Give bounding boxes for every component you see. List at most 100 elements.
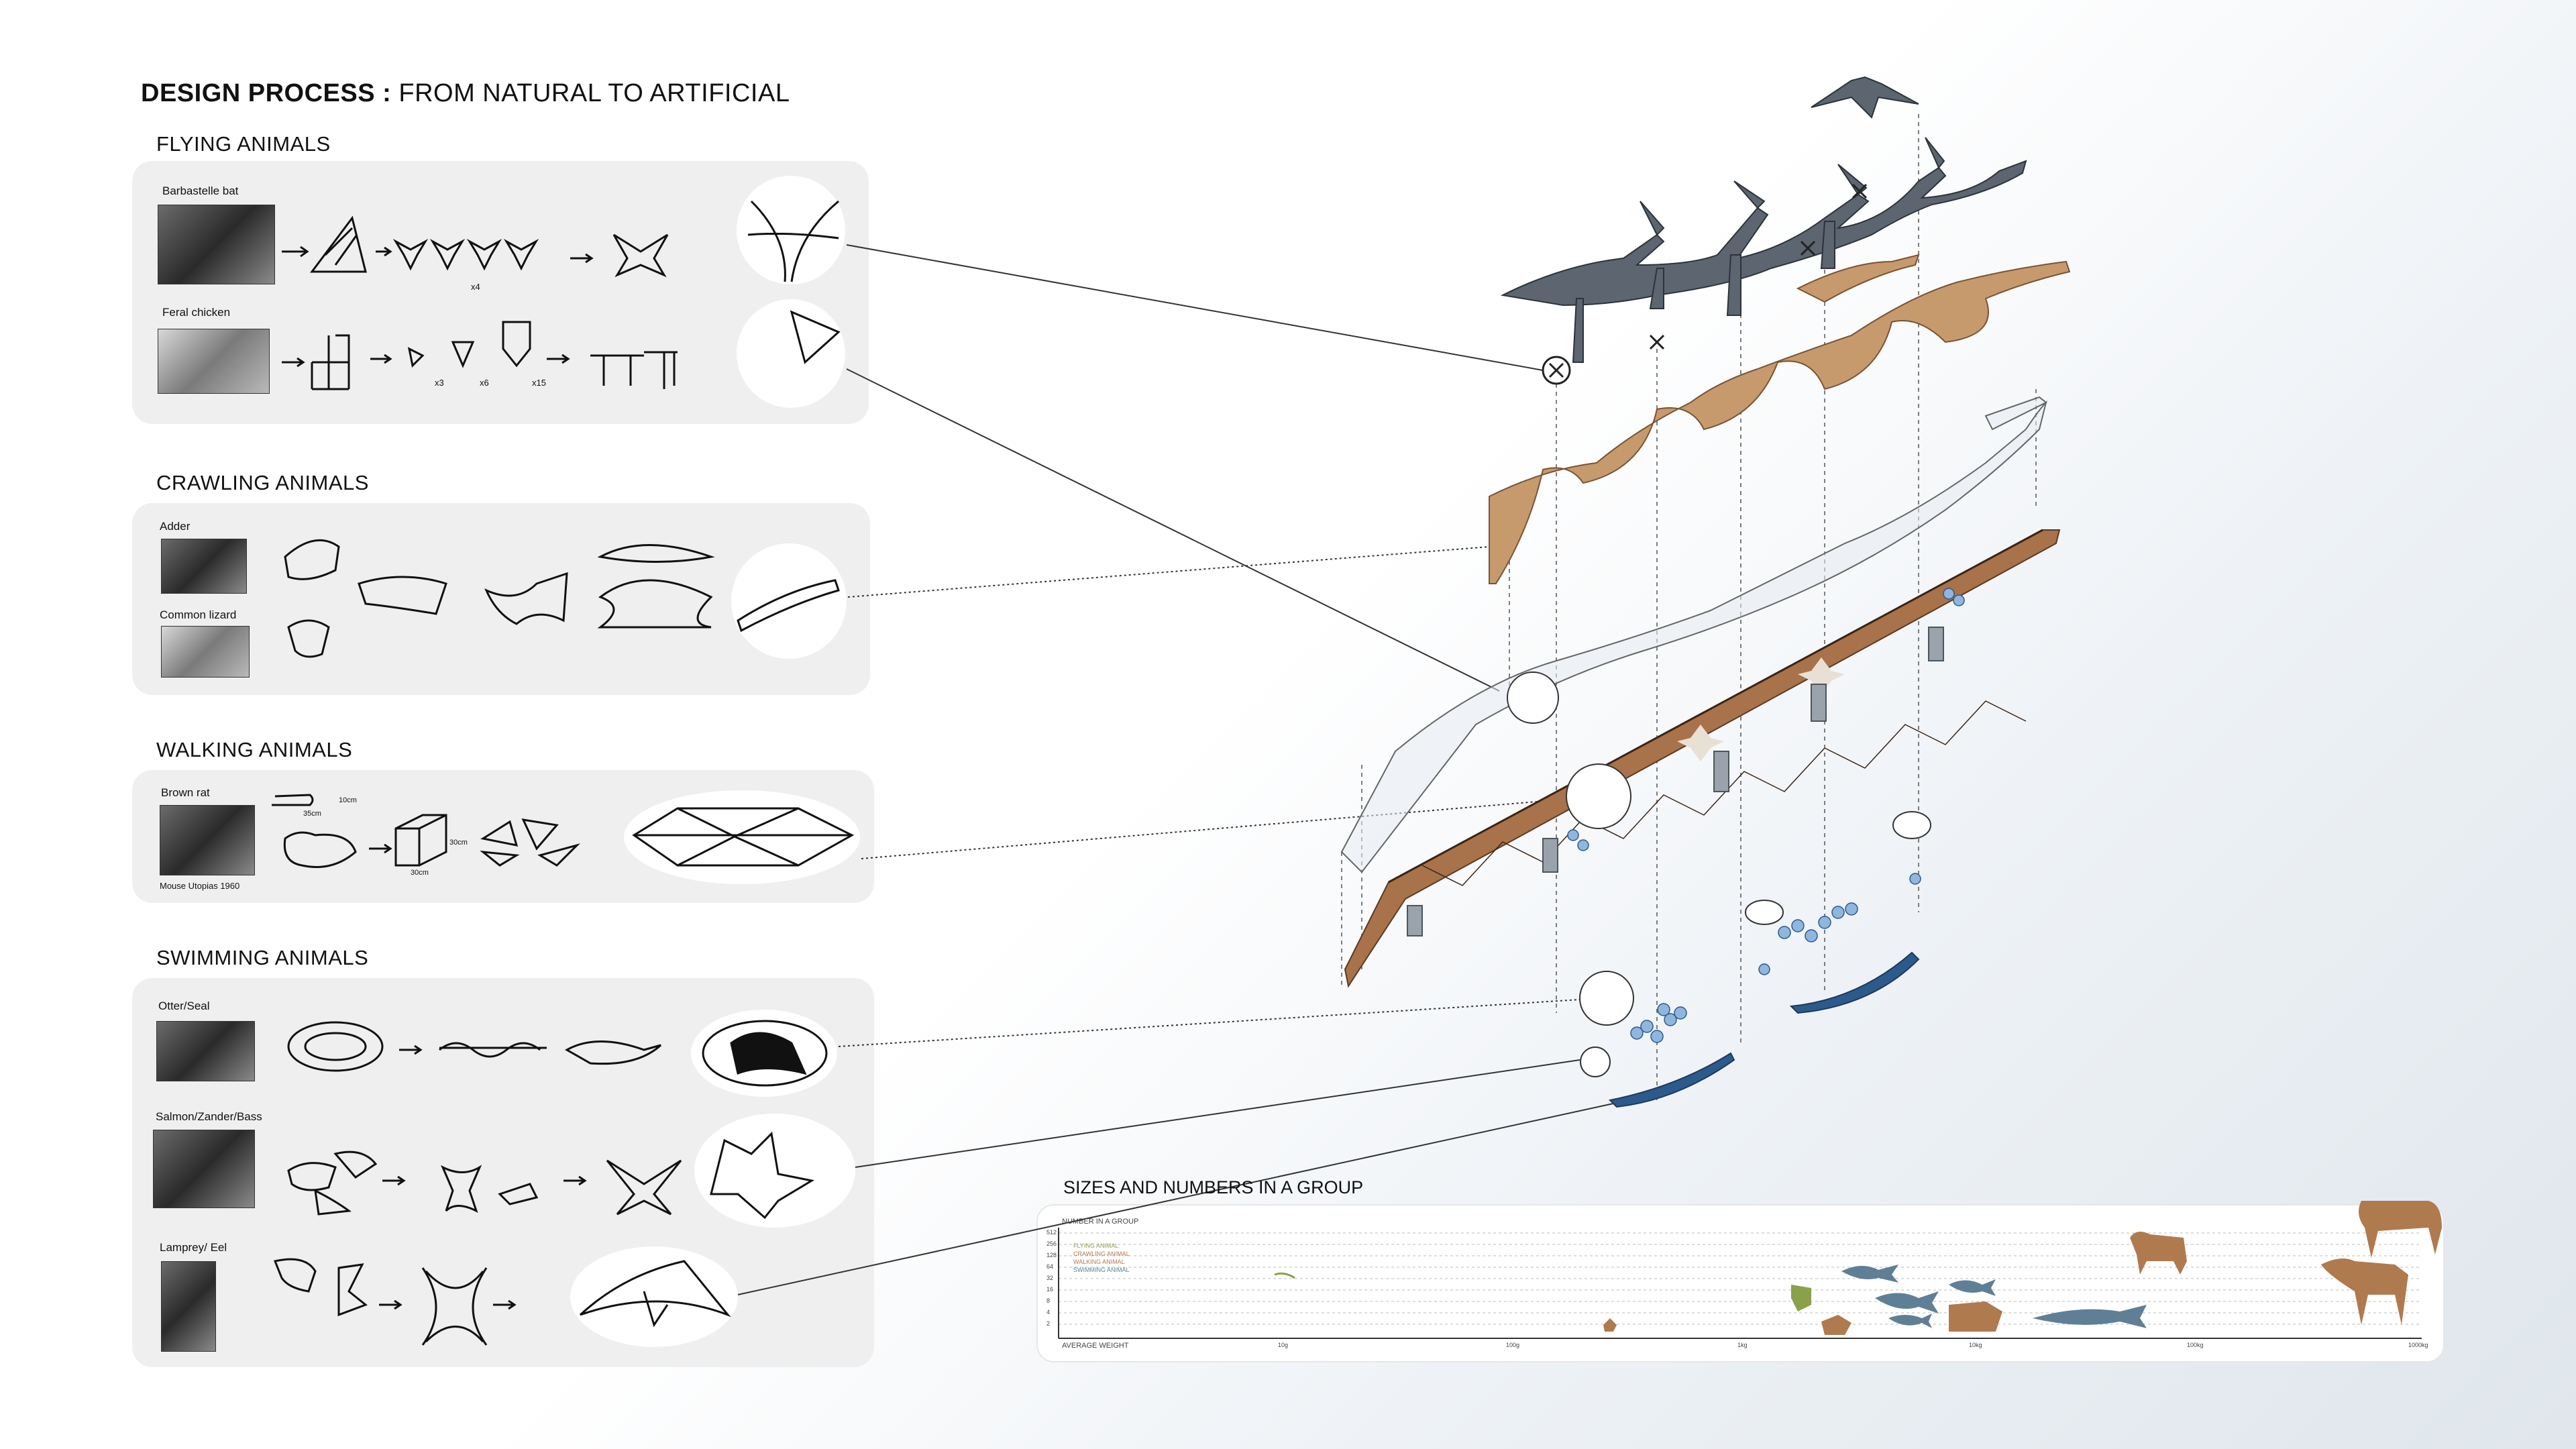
tripod-pattern	[392, 239, 539, 271]
x-tick: 10g	[1278, 1342, 1289, 1348]
legend-flying: FLYING ANIMAL	[1073, 1242, 1119, 1249]
bat-chart-icon	[1274, 1272, 1295, 1279]
deck-truss	[1421, 700, 2027, 886]
fish-module-cut	[498, 1183, 539, 1205]
section-heading-walking: WALKING ANIMALS	[156, 738, 353, 761]
y-tick: 8	[1046, 1297, 1051, 1304]
y-tick: 128	[1046, 1252, 1057, 1258]
leader-walking	[861, 798, 1577, 859]
sheep-icon	[2130, 1232, 2187, 1275]
arrow-icon	[564, 1175, 587, 1186]
process-sketches	[0, 0, 855, 1346]
arrow-icon	[369, 843, 392, 854]
otter-silhouette-icon	[730, 1032, 807, 1075]
perch-sketch	[311, 334, 350, 390]
x-axis-label: AVERAGE WEIGHT	[1062, 1342, 1129, 1350]
otter-ring-inner	[304, 1032, 367, 1061]
y-axis-label: NUMBER IN A GROUP	[1062, 1218, 1139, 1226]
horse-icon	[2321, 1258, 2408, 1325]
arrow-icon	[399, 1044, 423, 1055]
leader-flying-bat	[846, 244, 1544, 371]
y-tick: 512	[1046, 1229, 1057, 1236]
translucent-tunnel	[1340, 396, 2047, 873]
fish-cluster-form	[710, 1131, 815, 1220]
y-tick: 256	[1046, 1240, 1057, 1247]
bat-count: x4	[471, 282, 480, 292]
arrow-icon	[379, 1299, 402, 1310]
chicken-perch-columns	[590, 351, 678, 389]
nest-circles	[1507, 672, 1931, 1077]
leader-flying-chicken	[846, 368, 1500, 692]
chicken-chart-icon	[1791, 1285, 1811, 1311]
x-markers	[1542, 183, 1868, 385]
arrow-icon	[493, 1299, 517, 1310]
bat-result-circle	[737, 176, 845, 284]
eel-fragments-sketch	[273, 1258, 368, 1317]
hex-fragments-sketch	[480, 818, 581, 867]
animal-label-eel: Lamprey/ Eel	[160, 1241, 227, 1254]
rat-outline-sketch	[272, 794, 314, 806]
y-tick: 64	[1046, 1263, 1054, 1270]
leader-eel	[737, 1103, 1614, 1295]
arrow-icon	[570, 253, 594, 264]
water-channel-2	[1789, 951, 1920, 1014]
chicken-photo	[158, 329, 270, 394]
legend-crawling: CRAWLING ANIMAL	[1073, 1250, 1130, 1257]
water-channel-1	[1608, 1052, 1735, 1108]
sizes-chart-title: SIZES AND NUMBERS IN A GROUP	[1063, 1177, 1364, 1197]
leader-salmon	[855, 1059, 1580, 1168]
tunnel-end	[1984, 396, 2047, 431]
timber-arc-fragment	[1796, 254, 1920, 303]
otter-chart-icon	[1888, 1313, 1932, 1328]
chicken-count-2: x6	[480, 378, 489, 388]
section-heading-crawling: CRAWLING ANIMALS	[156, 471, 369, 494]
animal-label-lizard: Common lizard	[160, 608, 237, 621]
lizard-photo	[161, 626, 250, 678]
steel-branch-structure	[1500, 76, 2027, 363]
otter-final-disc	[702, 1020, 828, 1087]
chicken-count-3: x15	[532, 378, 546, 388]
arrow-icon	[376, 246, 392, 257]
animal-label-chicken: Feral chicken	[162, 306, 231, 319]
chart-gridlines	[1059, 1232, 2422, 1325]
legend-swimming: SWIMMING ANIMAL	[1073, 1267, 1130, 1273]
timber-arc-shape	[1489, 260, 2071, 584]
spacer-2	[490, 1338, 503, 1342]
y-tick: 2	[1046, 1320, 1051, 1327]
x-mark-2	[1800, 240, 1816, 256]
animal-label-otter: Otter/Seal	[158, 1000, 210, 1012]
spacer	[0, 0, 483, 1268]
tunnel-body	[1340, 400, 2047, 873]
deck-piles	[1407, 627, 1944, 936]
box-dim-depth: 30cm	[449, 839, 468, 847]
bat-roost-form	[747, 200, 839, 282]
x-mark-4	[1548, 362, 1564, 378]
eel-x-module	[421, 1267, 488, 1346]
section-heading-flying: FLYING ANIMALS	[156, 132, 331, 156]
swimming-animal-silhouettes	[1841, 1265, 2147, 1328]
fish-module-sketch	[441, 1165, 482, 1213]
page-title: DESIGN PROCESS : FROM NATURAL TO ARTIFIC…	[141, 79, 790, 108]
crawling-tunnel-form	[737, 579, 840, 633]
x-tick: 1kg	[1737, 1342, 1748, 1348]
bass-icon	[1949, 1279, 1996, 1296]
box-dim-width: 30cm	[411, 869, 429, 877]
walking-animal-silhouettes	[1603, 1201, 2442, 1335]
chicken-roost-form	[790, 310, 841, 364]
salmon-photo	[153, 1130, 255, 1208]
leader-crawling	[847, 546, 1490, 598]
wave-sketch	[439, 1042, 541, 1058]
y-tick: 32	[1046, 1275, 1054, 1281]
rat-photo	[160, 805, 255, 875]
fish-icon	[1841, 1265, 1898, 1283]
adder-skin-sketch	[284, 539, 340, 580]
steel-beam-path	[1500, 160, 2027, 307]
walking-result-ellipse	[624, 790, 860, 884]
arrow-icon	[370, 354, 392, 364]
bat-photo	[158, 205, 275, 284]
title-rest: FROM NATURAL TO ARTIFICIAL	[391, 79, 790, 107]
otter-ring-sketch	[287, 1021, 384, 1072]
crawl-shelter-sketch	[597, 544, 715, 629]
steel-columns	[1572, 221, 1835, 363]
